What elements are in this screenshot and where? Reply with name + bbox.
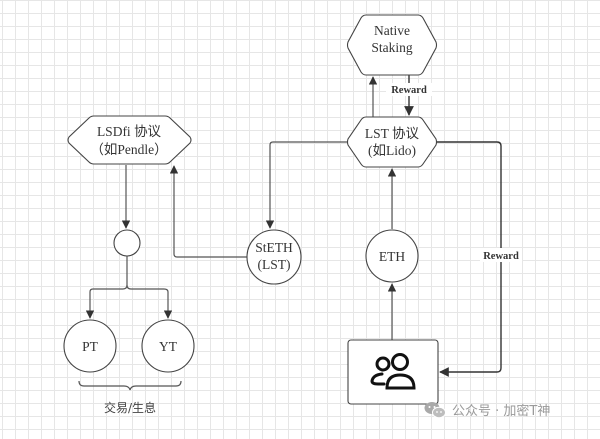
- node-native-staking-line2: Staking: [371, 40, 413, 55]
- node-lst-protocol-line2: (如Lido): [368, 143, 416, 158]
- node-split[interactable]: [113, 229, 141, 257]
- edge-label-reward-top: Reward: [391, 85, 427, 96]
- node-steth-line1: StETH: [255, 240, 293, 255]
- edge-steth-to-lsdfi: [169, 165, 247, 258]
- node-lsdfi-protocol-line2: （如Pendle）: [90, 142, 167, 157]
- node-steth-line2: (LST): [258, 257, 291, 272]
- edge-lst-to-steth: [265, 141, 348, 229]
- watermark-text: 公众号 · 加密T神: [452, 404, 551, 419]
- brace-caption: 交易/生息: [104, 400, 156, 415]
- reward-label-bg-right: [480, 248, 522, 262]
- node-steth[interactable]: StETH (LST): [246, 229, 302, 285]
- node-lst-protocol-line1: LST 协议: [365, 126, 420, 141]
- node-users[interactable]: [347, 339, 439, 405]
- watermark: 公众号 · 加密T神: [424, 400, 550, 419]
- node-eth[interactable]: ETH: [365, 229, 419, 283]
- brace: [78, 380, 182, 391]
- edge-split-to-yt: [126, 284, 173, 319]
- node-yt-label: YT: [159, 339, 178, 354]
- node-lsdfi-protocol[interactable]: LSDfi 协议 （如Pendle）: [67, 115, 192, 165]
- users-icon: [370, 353, 416, 390]
- node-pt[interactable]: PT: [63, 319, 117, 373]
- node-yt[interactable]: YT: [141, 319, 195, 373]
- node-native-staking[interactable]: Native Staking: [346, 14, 438, 76]
- node-lst-protocol[interactable]: LST 协议 (如Lido): [346, 116, 438, 168]
- node-native-staking-line1: Native: [374, 23, 410, 38]
- edge-label-reward-right: Reward: [483, 251, 519, 262]
- wechat-icon: [424, 401, 446, 418]
- node-pt-label: PT: [82, 339, 99, 354]
- edge-split-to-pt: [85, 256, 128, 319]
- node-eth-label: ETH: [379, 249, 405, 264]
- node-lsdfi-protocol-line1: LSDfi 协议: [97, 124, 162, 139]
- reward-label-bg: [386, 83, 432, 96]
